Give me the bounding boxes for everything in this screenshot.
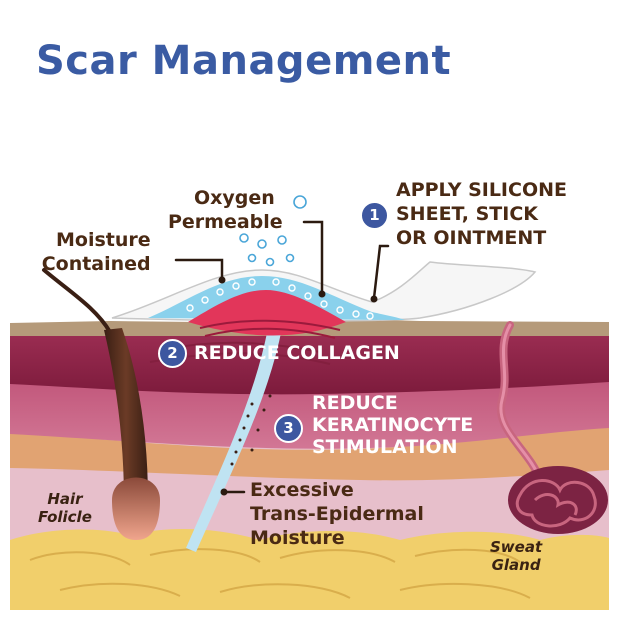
label-hair-follicle: Hair Folicle bbox=[38, 490, 92, 526]
step-1-label: APPLY SILICONE SHEET, STICK OR OINTMENT bbox=[396, 179, 567, 249]
page-title: Scar Management bbox=[36, 38, 452, 84]
leader-lines bbox=[174, 220, 390, 494]
step-3-badge: 3 bbox=[274, 414, 303, 443]
label-excessive-moisture: Excessive Trans-Epidermal Moisture bbox=[250, 479, 424, 549]
fat-lobules bbox=[10, 528, 609, 610]
step-3-label: REDUCE KERATINOCYTE STIMULATION bbox=[312, 392, 474, 458]
moisture-stream bbox=[186, 328, 282, 552]
sweat-gland bbox=[496, 321, 608, 534]
label-moisture-contained: Moisture Contained bbox=[41, 229, 151, 275]
oxygen-bubbles bbox=[239, 195, 307, 267]
keratinocyte-dots bbox=[230, 394, 272, 466]
gel-bubbles bbox=[186, 278, 374, 320]
hair-follicle bbox=[42, 268, 160, 540]
step-1-badge: 1 bbox=[360, 201, 389, 230]
step-2-badge: 2 bbox=[158, 339, 187, 368]
label-oxygen-permeable: Oxygen Permeable bbox=[168, 187, 283, 233]
fat-band bbox=[10, 425, 609, 481]
step-2-label: REDUCE COLLAGEN bbox=[194, 342, 400, 364]
label-sweat-gland: Sweat Gland bbox=[490, 538, 543, 574]
